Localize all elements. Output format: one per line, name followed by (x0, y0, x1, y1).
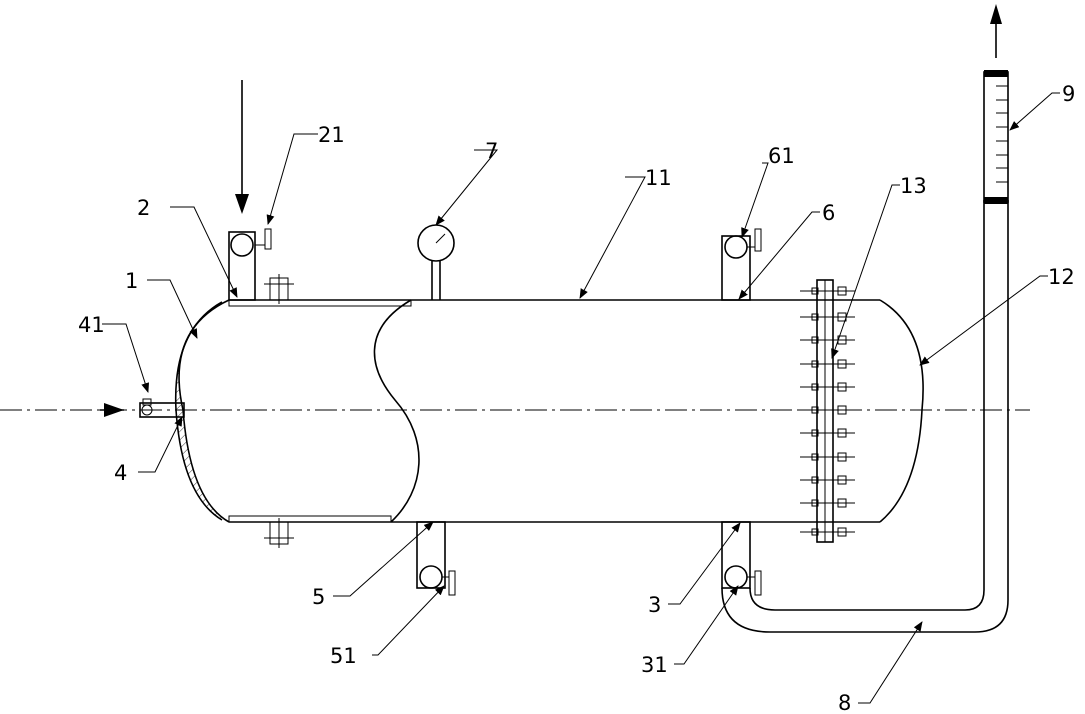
label-6: 6 (822, 201, 835, 225)
label-5: 5 (312, 585, 325, 609)
flowmeter-9 (983, 70, 1009, 204)
nozzle-5 (416, 521, 456, 596)
pressure-gauge-7 (417, 224, 455, 300)
label-7: 7 (485, 139, 498, 163)
flange-bolts (800, 286, 855, 537)
label-9: 9 (1062, 82, 1075, 106)
break-line (373, 299, 420, 523)
nozzle-3 (721, 521, 762, 596)
label-13: 13 (900, 174, 927, 198)
left-head-1 (174, 299, 230, 523)
label-11: 11 (645, 166, 672, 190)
label-61: 61 (768, 144, 795, 168)
valve-21 (264, 228, 272, 250)
label-1: 1 (125, 269, 138, 293)
label-41: 41 (78, 313, 105, 337)
valve-41 (142, 398, 152, 406)
label-4: 4 (114, 461, 127, 485)
flange-13 (816, 279, 834, 543)
valve-61 (754, 228, 762, 252)
outlet-up-arrow-icon (990, 4, 1002, 24)
stud-bottom (264, 518, 294, 548)
pipe-8 (721, 200, 1009, 633)
inlet-arrow-icon (104, 403, 124, 417)
label-3: 3 (648, 593, 661, 617)
inlet-down-arrow-icon (235, 194, 249, 214)
label-2: 2 (137, 196, 150, 220)
right-head-12 (879, 299, 924, 523)
leader-lines (102, 92, 1060, 704)
label-21: 21 (318, 123, 345, 147)
nozzle-6 (721, 228, 762, 301)
shell-11 (229, 299, 880, 523)
valve-51 (448, 570, 456, 596)
inlet-nozzle-2 (228, 228, 272, 301)
label-51: 51 (330, 644, 357, 668)
shell-wall-bottom-hatch (228, 515, 392, 523)
label-12: 12 (1048, 265, 1075, 289)
label-31: 31 (641, 653, 668, 677)
nozzle-4 (139, 398, 185, 418)
shell-wall-top-hatch (228, 299, 412, 307)
label-8: 8 (838, 691, 851, 714)
valve-31 (754, 570, 762, 596)
stud-top (264, 274, 294, 304)
